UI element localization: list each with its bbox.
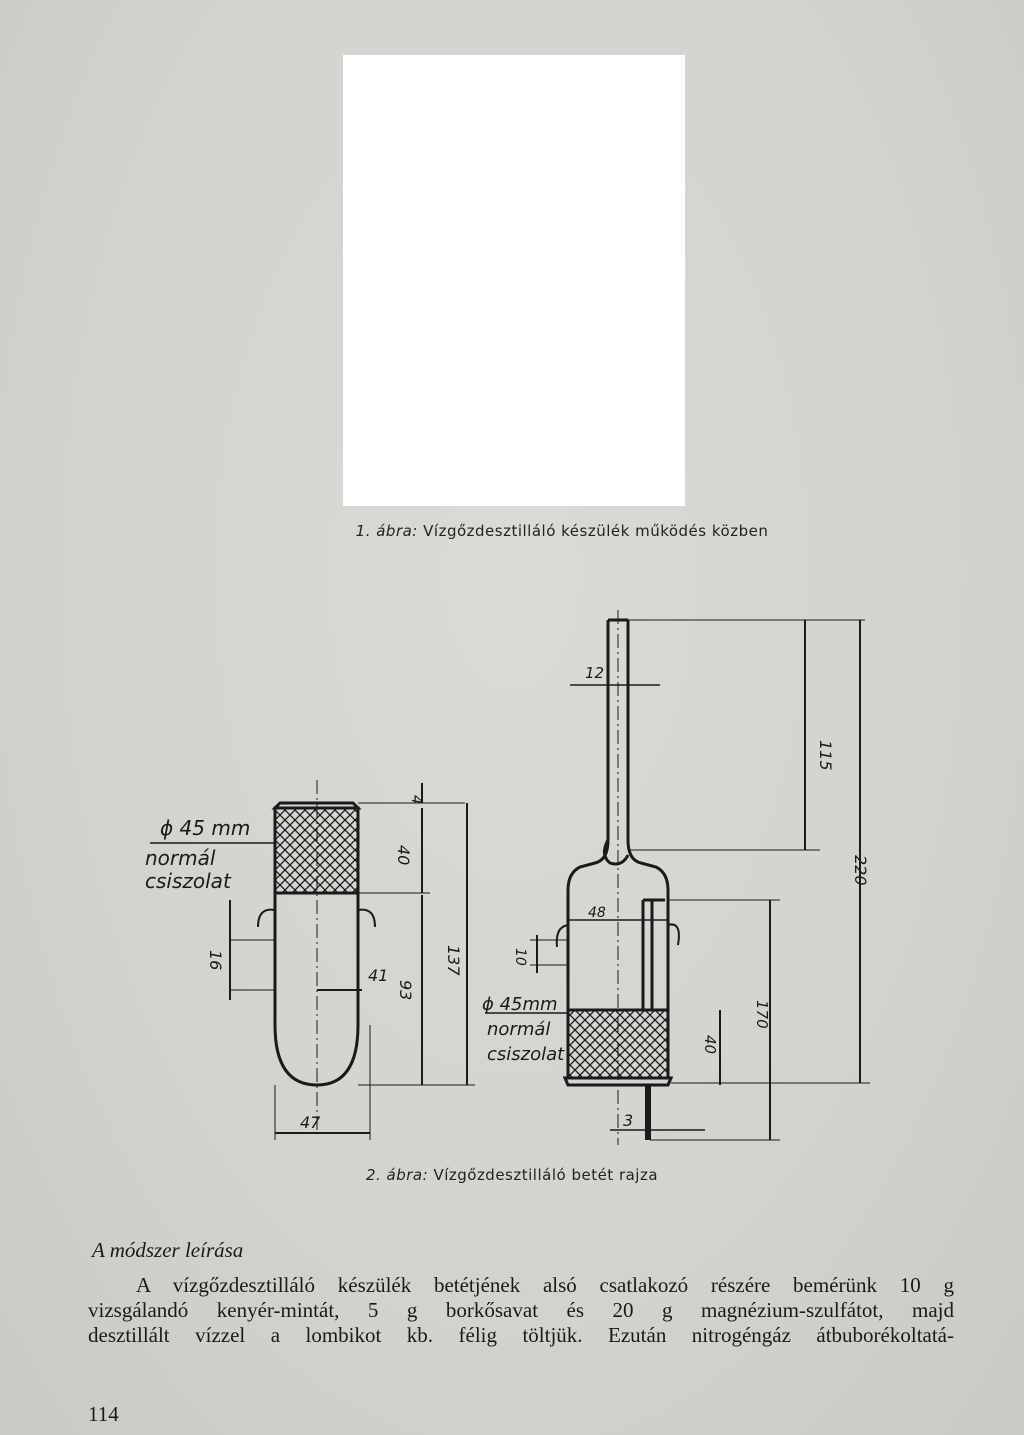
- dim-4: 4: [408, 795, 426, 805]
- dim-115: 115: [816, 740, 835, 771]
- dim-48: 48: [588, 905, 606, 921]
- page-number: 114: [88, 1402, 119, 1426]
- dim-16: 16: [206, 950, 225, 970]
- figure-2-technical-drawing: ϕ 45 mm normál csiszolat 4 40 16 41 93 1…: [145, 610, 870, 1145]
- right-insert-part: [485, 610, 870, 1145]
- left-normal-label: normál: [145, 846, 216, 870]
- left-grind-label: csiszolat: [145, 869, 232, 893]
- section-heading: A módszer leírása: [92, 1238, 244, 1262]
- figure-1-caption: 1. ábra: Vízgőzdesztilláló készülék műkö…: [50, 522, 1024, 540]
- dim-12: 12: [585, 664, 604, 682]
- figure-1-label: 1. ábra:: [355, 522, 418, 540]
- body-paragraph: A vízgőzdesztilláló készülék betétjének …: [88, 1273, 954, 1348]
- figure-1-caption-text: Vízgőzdesztilláló készülék működés közbe…: [423, 522, 769, 540]
- dim-3: 3: [623, 1111, 633, 1130]
- figure-1-photo: [343, 55, 685, 506]
- dim-47: 47: [300, 1113, 321, 1132]
- figure-2-label: 2. ábra:: [365, 1166, 429, 1184]
- left-insert-part: [150, 780, 475, 1140]
- body-line-3: desztillált vízzel a lombikot kb. félig …: [88, 1323, 954, 1347]
- dim-220: 220: [851, 855, 870, 886]
- dim-137: 137: [444, 945, 463, 976]
- right-diameter-label: ϕ 45mm: [482, 994, 558, 1015]
- body-line-2: vizsgálandó kenyér-mintát, 5 g borkősava…: [88, 1298, 954, 1322]
- right-grind-label: csiszolat: [487, 1044, 565, 1065]
- dim-40-right: 40: [701, 1035, 719, 1054]
- dim-170: 170: [753, 1000, 771, 1029]
- body-line-1: A vízgőzdesztilláló készülék betétjének …: [136, 1273, 954, 1297]
- figure-2-caption: 2. ábra: Vízgőzdesztilláló betét rajza: [0, 1166, 1024, 1184]
- left-diameter-label: ϕ 45 mm: [160, 816, 250, 840]
- dim-93: 93: [396, 980, 415, 1000]
- dim-40-left: 40: [394, 845, 413, 865]
- right-normal-label: normál: [487, 1019, 550, 1040]
- dim-41: 41: [368, 966, 388, 985]
- dim-10: 10: [512, 948, 528, 966]
- figure-2-caption-text: Vízgőzdesztilláló betét rajza: [433, 1166, 659, 1184]
